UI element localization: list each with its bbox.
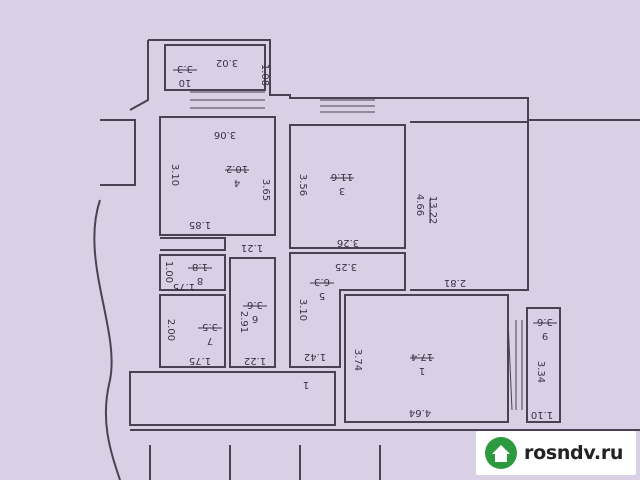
room-area: 10.2 [226, 163, 248, 174]
dimension-label: 1.00 [163, 261, 174, 283]
dimension-label: 3.10 [169, 164, 180, 186]
dimension-label: 3.74 [352, 349, 363, 371]
dimension-label: 4.66 [414, 194, 425, 216]
room-number: 4 [234, 177, 240, 188]
dimension-label: 3.25 [335, 261, 357, 272]
room-number: 5 [319, 290, 325, 301]
labels: 3.3 10 10.2 4 11.6 3 13.22 1.8 8 3.5 7 3.6 6 6.3 5 17.4… [163, 57, 557, 420]
dimension-label: 1.21 [241, 242, 263, 253]
dimension-label: 1.10 [531, 409, 553, 420]
dimension-label: 1.75 [189, 355, 211, 366]
dimension-label: 3.65 [260, 179, 271, 201]
dimension-label: 3.34 [535, 361, 546, 383]
watermark-text: rosndv.ru [524, 442, 624, 464]
room-area: 3.6 [247, 299, 263, 310]
dimension-label: 2.91 [238, 311, 249, 333]
dimension-label: 1.75 [173, 281, 195, 292]
room-area: 11.6 [331, 171, 353, 182]
room-number: 6 [252, 313, 258, 324]
dimension-label: 3.26 [337, 237, 359, 248]
room-number: 1 [419, 365, 425, 376]
room-area: 6.3 [314, 276, 330, 287]
dimension-label: 3.02 [216, 57, 238, 68]
dimension-label: 1.85 [189, 219, 211, 230]
dimension-label: 1.22 [244, 355, 266, 366]
dimension-label: 3.06 [214, 129, 236, 140]
room-area: 3.3 [177, 63, 193, 74]
room-number: 3 [339, 185, 345, 196]
room-area: 3.6 [537, 316, 553, 327]
room-number: 2 [427, 218, 438, 224]
room-area: 13.2 [427, 196, 438, 218]
dimension-label: 3.56 [297, 174, 308, 196]
room-number: 9 [542, 330, 548, 341]
dimension-label: 2.81 [444, 277, 466, 288]
dimension-label: 1.08 [259, 64, 270, 86]
watermark: rosndv.ru [476, 431, 636, 475]
walls [93, 39, 640, 480]
dimension-label: 4.64 [409, 407, 431, 418]
windows [190, 91, 523, 411]
room-area: 1.8 [192, 261, 208, 272]
room-number: 8 [197, 275, 203, 286]
dimension-label: 3.10 [297, 299, 308, 321]
room-number: 10 [179, 77, 192, 88]
room-number: 7 [207, 335, 213, 346]
dimension-label: 2.00 [165, 319, 176, 341]
dimension-label: 1.42 [304, 351, 326, 362]
room-area: 17.4 [411, 351, 433, 362]
dimension-label: 1 [303, 379, 309, 390]
house-pin-icon [485, 437, 517, 469]
room-area: 3.5 [202, 321, 218, 332]
